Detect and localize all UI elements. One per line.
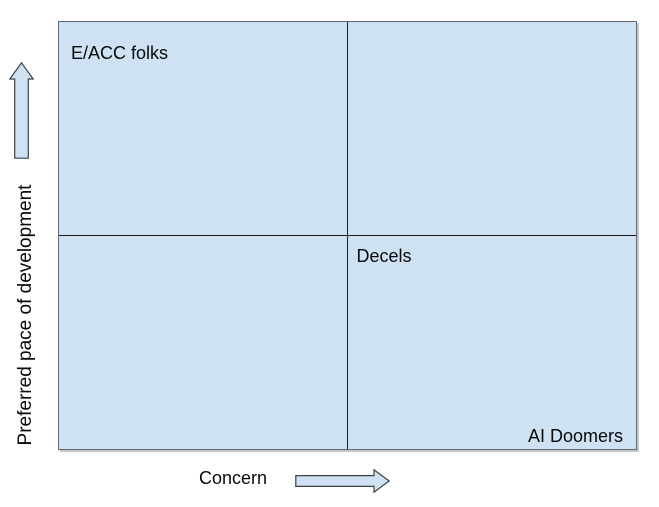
x-axis-label: Concern: [199, 468, 268, 488]
up-arrow-icon: [9, 62, 34, 159]
quadrant-label-center: Decels: [356, 245, 412, 266]
y-axis-label: Preferred pace of development: [15, 184, 36, 446]
quadrant-grid: E/ACC folks Decels AI Doomers: [58, 21, 637, 450]
quadrant-label-top-left: E/ACC folks: [71, 43, 169, 63]
right-arrow-icon: [295, 469, 390, 493]
quadrant-label-bottom-right: AI Doomers: [527, 426, 623, 446]
horizontal-divider-line: [59, 234, 636, 237]
